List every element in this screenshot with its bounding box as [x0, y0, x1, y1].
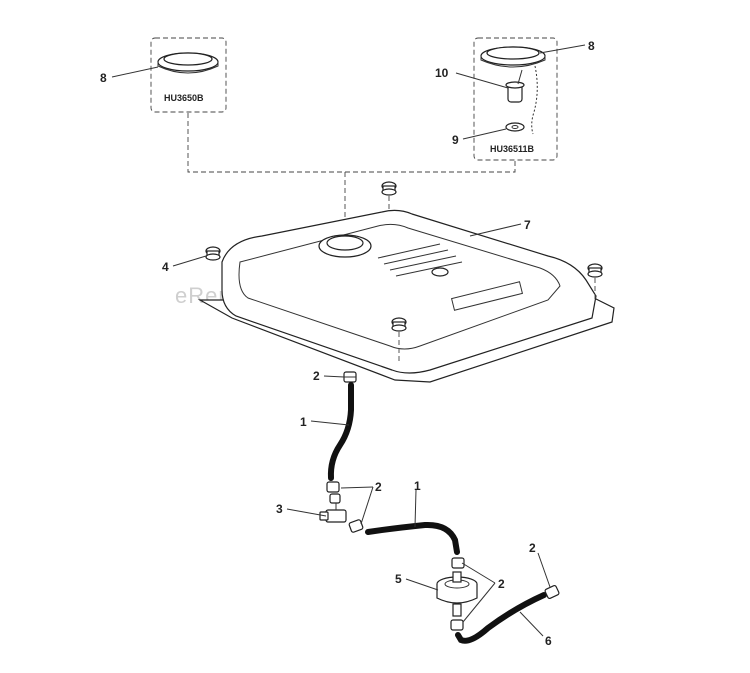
fuel-hose-upper: [327, 382, 354, 481]
callout-hose-lower: 6: [545, 634, 552, 648]
tether-chain: [531, 65, 538, 135]
callout-cap-right: 8: [588, 39, 595, 53]
fuel-cap-right: [480, 46, 546, 68]
callout-clamp-mid: 2: [375, 480, 382, 494]
hose-clamp-lower: [450, 619, 464, 631]
leader-lines: [111, 44, 586, 637]
grommet-top: [381, 181, 397, 212]
grommet-right: [587, 263, 603, 300]
fuel-tank: [197, 209, 615, 383]
gasket: [505, 122, 525, 132]
callout-hose-upper: 1: [300, 415, 307, 429]
hose-clamp-mid: [348, 519, 364, 533]
callout-hose-middle: 1: [414, 479, 421, 493]
fuel-hose-middle: [365, 521, 460, 555]
kit-box-right: HU36511B: [473, 37, 558, 161]
callout-tee: 3: [276, 502, 283, 516]
hose-clamp-top: [343, 371, 357, 383]
tee-fitting: [319, 503, 347, 523]
grommet-left: [205, 246, 221, 261]
fuel-cap-left: [157, 52, 219, 74]
callout-grommet: 4: [162, 260, 169, 274]
callout-clamp-right: 2: [529, 541, 536, 555]
callout-clamp-top: 2: [313, 369, 320, 383]
kit-code-left: HU3650B: [164, 93, 204, 103]
kit-box-left: HU3650B: [150, 37, 227, 113]
grommet-front: [391, 317, 407, 364]
hose-clamp-right: [544, 584, 560, 600]
hose-clamp-filter: [451, 557, 465, 569]
fuel-hose-lower: [455, 592, 547, 644]
callout-gasket: 9: [452, 133, 459, 147]
kit-code-right: HU36511B: [490, 144, 535, 154]
fuel-filter: [436, 571, 478, 617]
tank-ribs: [377, 243, 524, 311]
vent-valve: [505, 69, 525, 103]
callout-clamp-filter: 2: [498, 577, 505, 591]
hose-clamp-tee: [326, 481, 341, 504]
callout-filter: 5: [395, 572, 402, 586]
callout-valve: 10: [435, 66, 449, 80]
callout-cap-left: 8: [100, 71, 107, 85]
callout-tank: 7: [524, 218, 531, 232]
